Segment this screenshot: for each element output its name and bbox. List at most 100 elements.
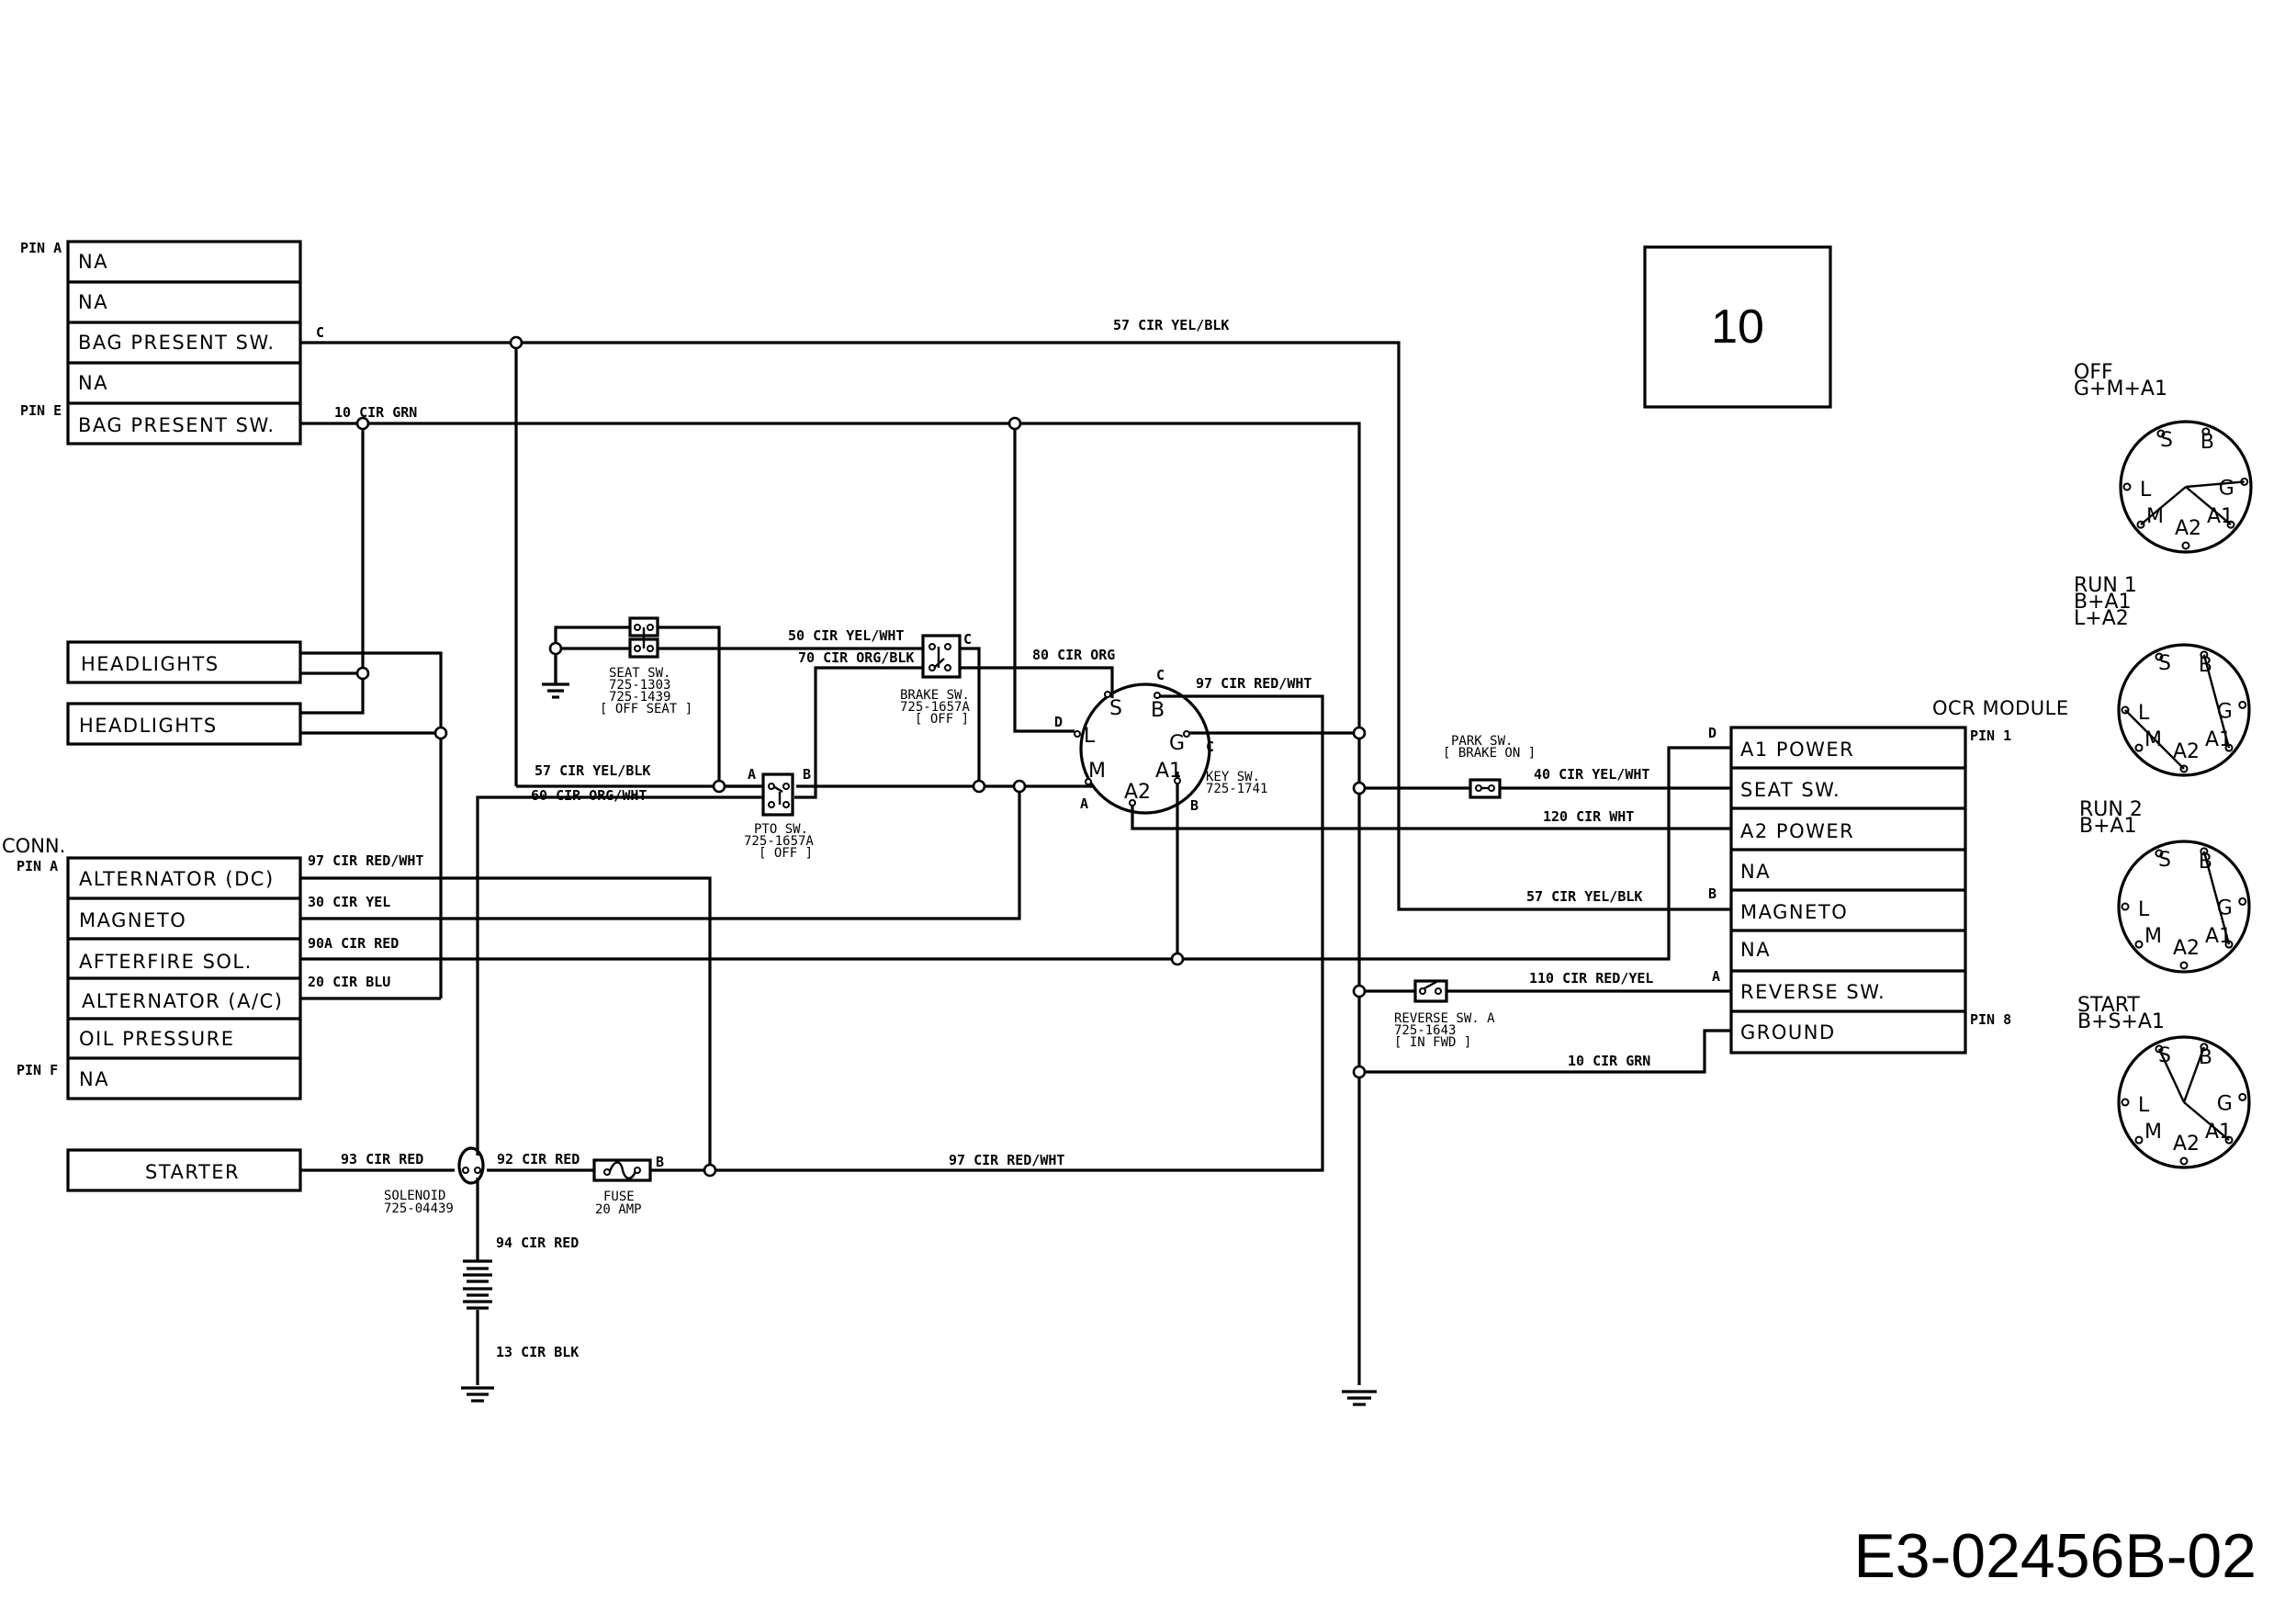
key-position-combo: G+M+A1 bbox=[2074, 378, 2167, 400]
solenoid-name: SOLENOID bbox=[384, 1189, 445, 1203]
battery-wire-top: 94 CIR RED bbox=[496, 1235, 579, 1251]
seat-switch-icon: SEAT SW. 725-1303 725-1439 [ OFF SEAT ] bbox=[600, 616, 692, 716]
park-switch-icon: PARK SW. [ BRAKE ON ] bbox=[1443, 734, 1536, 799]
key-dial-terminal-label: M bbox=[2144, 925, 2162, 948]
junction-node bbox=[433, 726, 448, 740]
junction-node bbox=[548, 641, 563, 656]
key-dial-terminal-label: G bbox=[2219, 477, 2234, 500]
key-position-name: RUN 2 bbox=[2079, 798, 2143, 821]
pto-switch-name: PTO SW. bbox=[754, 822, 808, 837]
reverse-switch-part: 725-1643 bbox=[1394, 1023, 1456, 1038]
wire-label: 20 CIR BLU bbox=[308, 974, 390, 990]
wire-label: 10 CIR GRN bbox=[334, 404, 417, 421]
key-position-combo: B+A1 bbox=[2074, 591, 2132, 614]
key-switch-part: 725-1741 bbox=[1206, 782, 1267, 796]
junction-node bbox=[355, 666, 370, 681]
connector-row: NA bbox=[78, 251, 108, 273]
starter: STARTER bbox=[66, 1148, 302, 1192]
ocr-pin-8: PIN 8 bbox=[1970, 1011, 2011, 1028]
ground-chassis-icon bbox=[1342, 1390, 1377, 1406]
junction-node bbox=[1352, 726, 1367, 740]
ocr-marker-d: D bbox=[1708, 725, 1716, 741]
connector-row: AFTERFIRE SOL. bbox=[79, 951, 253, 973]
key-dial-terminal bbox=[2201, 427, 2211, 436]
key-dial-terminal bbox=[2122, 482, 2132, 491]
engine-connector: CONN. PIN A PIN F ALTERNATOR (DC) MAGNET… bbox=[2, 835, 302, 1100]
solenoid-icon: SOLENOID 725-04439 bbox=[384, 1146, 485, 1216]
key-dial-terminal-label: S bbox=[2160, 429, 2173, 452]
key-dial-terminal bbox=[2134, 1135, 2144, 1145]
brake-switch-name: BRAKE SW. bbox=[900, 688, 970, 703]
starter-box bbox=[66, 1148, 302, 1192]
key-terminal-b: B bbox=[1151, 699, 1165, 722]
brake-switch-state: [ OFF ] bbox=[915, 712, 969, 727]
wire-label: 97 CIR RED/WHT bbox=[1196, 675, 1311, 692]
connector-row: NA bbox=[78, 372, 108, 394]
wire-label: 110 CIR RED/YEL bbox=[1529, 970, 1653, 987]
pto-switch-part: 725-1657A bbox=[744, 834, 814, 849]
pin-f-label: PIN F bbox=[17, 1062, 58, 1078]
conn-title: CONN. bbox=[2, 835, 65, 857]
key-dial-terminal-label: L bbox=[2138, 702, 2150, 725]
key-dial-terminal bbox=[2238, 700, 2247, 709]
key-dial-terminal-label: A2 bbox=[2175, 517, 2201, 540]
wire-label: 70 CIR ORG/BLK bbox=[798, 649, 914, 666]
fuse-name: FUSE bbox=[603, 1190, 635, 1204]
key-dial-terminal-label: S bbox=[2158, 849, 2171, 872]
wires bbox=[300, 341, 1731, 1385]
key-dial-terminal bbox=[2179, 1156, 2189, 1166]
junction-node bbox=[1352, 781, 1367, 795]
page-number: 10 bbox=[1711, 300, 1764, 354]
key-terminal-a1: A1 bbox=[1155, 760, 1182, 783]
key-dial-icon bbox=[2117, 1035, 2251, 1169]
pto-switch-state: [ OFF ] bbox=[759, 846, 813, 861]
key-dial-terminal bbox=[2155, 849, 2164, 858]
key-dial-connection bbox=[2202, 654, 2231, 749]
key-dial-connection bbox=[2182, 1046, 2206, 1103]
pto-switch-icon: A B PTO SW. 725-1657A [ OFF ] bbox=[744, 766, 814, 861]
key-terminal-l: L bbox=[1084, 725, 1096, 748]
key-dial-icon bbox=[2117, 840, 2251, 974]
key-dial-terminal-label: G bbox=[2217, 1092, 2233, 1115]
ocr-marker-b: B bbox=[1708, 885, 1716, 902]
key-dial-terminal-label: A2 bbox=[2173, 740, 2200, 763]
ocr-row: GROUND bbox=[1740, 1021, 1836, 1043]
seat-switch-state: [ OFF SEAT ] bbox=[600, 702, 692, 716]
key-dial-terminal bbox=[2134, 940, 2144, 949]
ground-battery-icon bbox=[461, 1386, 494, 1403]
headlight-box bbox=[66, 702, 302, 746]
key-position-name: START bbox=[2077, 994, 2140, 1017]
key-terminal-m: M bbox=[1088, 760, 1106, 783]
ocr-pin-1: PIN 1 bbox=[1970, 727, 2011, 744]
key-switch-name: KEY SW. bbox=[1206, 770, 1260, 784]
brake-switch-part: 725-1657A bbox=[900, 700, 970, 715]
reverse-switch-name: REVERSE SW. A bbox=[1394, 1011, 1495, 1026]
pto-terminal-a: A bbox=[748, 766, 756, 783]
key-marker-b: B bbox=[1190, 797, 1199, 814]
key-terminal-s: S bbox=[1109, 697, 1122, 720]
page-number-box: 10 bbox=[1643, 245, 1832, 409]
ocr-row: MAGNETO bbox=[1740, 901, 1848, 923]
wire-label: 97 CIR RED/WHT bbox=[308, 852, 423, 869]
key-terminal-a2: A2 bbox=[1124, 781, 1151, 804]
brake-switch-icon: C BRAKE SW. 725-1657A [ OFF ] bbox=[900, 631, 972, 727]
key-dial-connection bbox=[2185, 480, 2245, 489]
key-dial-terminal bbox=[2121, 902, 2130, 911]
terminal-c-label: C bbox=[316, 324, 324, 341]
key-dial-terminal bbox=[2156, 429, 2166, 438]
junction-node bbox=[703, 1163, 717, 1178]
junction-node bbox=[972, 779, 986, 794]
key-position-name: RUN 1 bbox=[2074, 574, 2137, 597]
key-position-combo: B+A1 bbox=[2079, 815, 2137, 838]
connector-row: NA bbox=[78, 291, 108, 313]
headlight-label: HEADLIGHTS bbox=[81, 653, 219, 675]
junction-nodes bbox=[355, 335, 1367, 1178]
bag-connector: PIN A PIN E NA NA BAG PRESENT SW. NA BAG… bbox=[20, 240, 324, 445]
key-marker-d: D bbox=[1054, 714, 1063, 730]
ocr-marker-a: A bbox=[1712, 968, 1720, 985]
junction-node bbox=[509, 335, 523, 350]
